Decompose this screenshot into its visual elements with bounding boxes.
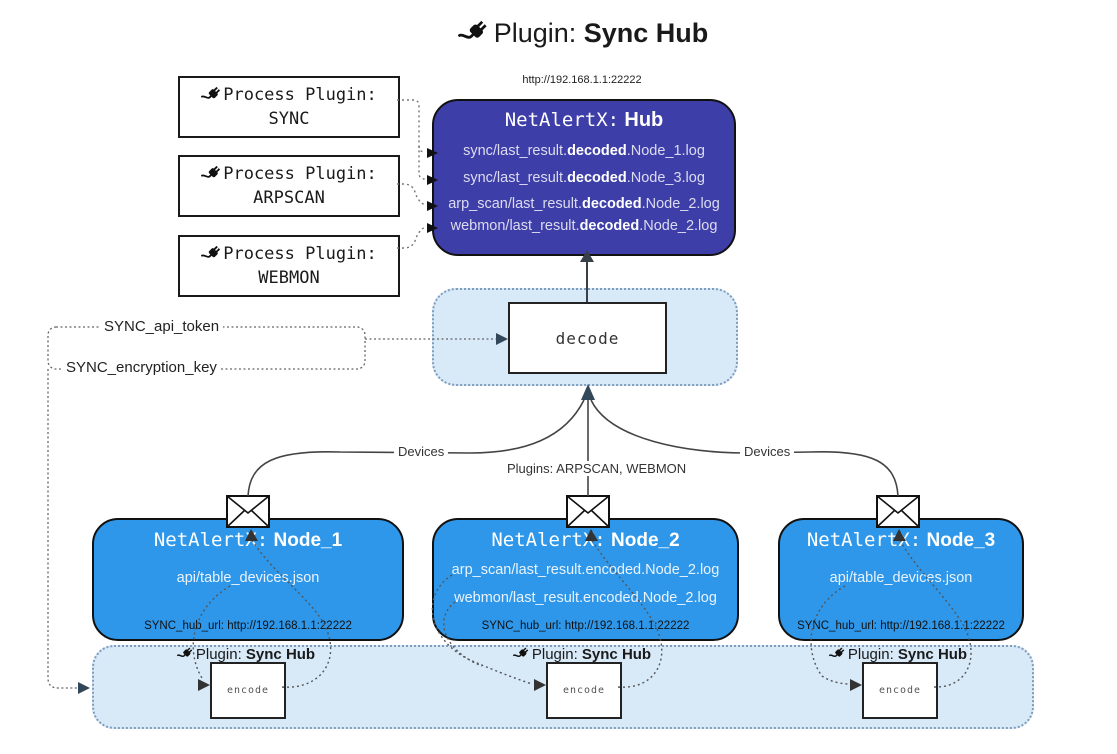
arrow-right-icon — [427, 175, 438, 185]
plug-icon — [201, 86, 221, 99]
node-3-box: NetAlertX: Node_3 api/table_devices.json… — [778, 518, 1024, 641]
node-hub-url: SYNC_hub_url: http://192.168.1.1:22222 — [797, 620, 1005, 632]
process-plugin-label: Process Plugin: — [223, 164, 377, 184]
encoder-label-name: Sync Hub — [581, 646, 652, 663]
node-title-prefix: NetAlertX: — [153, 529, 269, 551]
devices-label-left: Devices — [394, 444, 449, 459]
encoder-label: Plugin: Sync Hub — [798, 646, 998, 663]
encoder-label-prefix: Plugin: — [531, 646, 578, 663]
sync-api-token-label: SYNC_api_token — [100, 318, 224, 335]
encoder-label-prefix: Plugin: — [195, 646, 242, 663]
envelope-icon — [875, 494, 921, 530]
encoder-label: Plugin: Sync Hub — [482, 646, 682, 663]
plug-icon — [201, 165, 221, 178]
plug-icon — [512, 647, 529, 658]
plugins-label: Plugins: ARPSCAN, WEBMON — [503, 461, 691, 476]
envelope-icon — [565, 494, 611, 530]
node-title-prefix: NetAlertX: — [806, 529, 922, 551]
encoder-label-name: Sync Hub — [897, 646, 968, 663]
plug-icon — [828, 647, 845, 658]
sync-encryption-key-label: SYNC_encryption_key — [62, 359, 221, 376]
plug-icon — [457, 20, 487, 39]
encode-box: encode — [210, 662, 286, 719]
process-plugin-label: Process Plugin: — [223, 85, 377, 105]
node-file: arp_scan/last_result.encoded.Node_2.log — [451, 562, 720, 578]
hub-log-line: sync/last_result.decoded.Node_1.log — [463, 143, 705, 159]
page-title: Plugin: Sync Hub — [383, 18, 783, 49]
envelope-icon — [225, 494, 271, 530]
encode-box: encode — [862, 662, 938, 719]
title-name: Sync Hub — [583, 18, 709, 48]
arrow-right-icon — [427, 201, 438, 211]
arrow-right-icon — [427, 148, 438, 158]
hub-title-name: Hub — [624, 109, 664, 131]
plug-icon — [176, 647, 193, 658]
node-title-name: Node_3 — [926, 530, 996, 551]
encoder-label-name: Sync Hub — [245, 646, 316, 663]
hub-log-line: arp_scan/last_result.decoded.Node_2.log — [448, 196, 720, 212]
node-hub-url: SYNC_hub_url: http://192.168.1.1:22222 — [481, 620, 690, 632]
process-plugin-name: ARPSCAN — [253, 188, 325, 208]
node-2-box: NetAlertX: Node_2 arp_scan/last_result.e… — [432, 518, 739, 641]
node-hub-url: SYNC_hub_url: http://192.168.1.1:22222 — [144, 620, 352, 632]
devices-label-right: Devices — [740, 444, 795, 459]
hub-log-line: webmon/last_result.decoded.Node_2.log — [450, 218, 718, 234]
hub-title-prefix: NetAlertX: — [504, 109, 620, 131]
process-plugin-arpscan: Process Plugin: ARPSCAN — [178, 155, 400, 217]
encoder-label-prefix: Plugin: — [847, 646, 894, 663]
arrow-right-icon — [427, 223, 438, 233]
node-file: webmon/last_result.encoded.Node_2.log — [454, 590, 717, 606]
process-plugin-name: SYNC — [268, 109, 310, 129]
node-title-name: Node_2 — [611, 530, 680, 551]
process-plugin-webmon: Process Plugin: WEBMON — [178, 235, 400, 297]
hub-box: NetAlertX: Hub sync/last_result.decoded.… — [427, 99, 736, 256]
title-prefix: Plugin: — [493, 18, 577, 48]
plug-icon — [201, 245, 221, 258]
process-plugin-label: Process Plugin: — [223, 244, 377, 264]
encode-box: encode — [546, 662, 622, 719]
encoder-label: Plugin: Sync Hub — [146, 646, 346, 663]
hub-log-line: sync/last_result.decoded.Node_3.log — [463, 170, 705, 186]
node-title-prefix: NetAlertX: — [491, 529, 606, 551]
process-plugin-sync: Process Plugin: SYNC — [178, 76, 400, 138]
node-file: api/table_devices.json — [829, 570, 973, 586]
decode-box: decode — [508, 302, 667, 374]
node-file: api/table_devices.json — [176, 570, 320, 586]
process-plugin-name: WEBMON — [258, 268, 320, 288]
node-1-box: NetAlertX: Node_1 api/table_devices.json… — [92, 518, 404, 641]
node-title-name: Node_1 — [273, 530, 343, 551]
hub-url: http://192.168.1.1:22222 — [522, 74, 642, 86]
